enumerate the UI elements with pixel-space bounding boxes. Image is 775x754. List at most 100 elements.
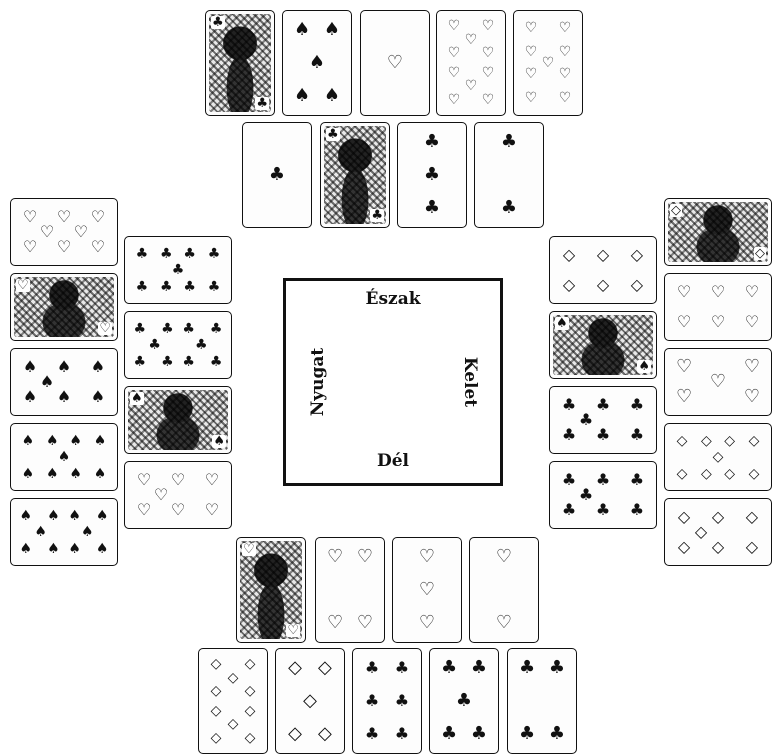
spades-icon: ♠ <box>637 360 651 373</box>
clubs-icon: ♣ <box>562 472 576 488</box>
clubs-icon: ♣ <box>136 280 149 294</box>
spades-icon: ♠ <box>57 359 71 375</box>
spades-icon: ♠ <box>130 392 144 405</box>
clubs-icon: ♣ <box>365 693 379 709</box>
diamonds-icon: ◇ <box>288 659 302 677</box>
diamonds-icon: ◇ <box>211 704 222 718</box>
playing-card-east-outer-3: ♡♡♡♡♡ <box>664 348 772 416</box>
clubs-icon: ♣ <box>579 487 593 503</box>
hearts-icon: ♡ <box>357 548 373 566</box>
hearts-icon: ♡ <box>677 314 691 330</box>
diamonds-icon: ◇ <box>631 247 643 263</box>
playing-card-east-outer-4: ◇◇◇◇◇◇◇◇◇ <box>664 423 772 491</box>
hearts-icon: ♡ <box>16 279 30 292</box>
court-card-figure: ♠♠ <box>553 315 653 375</box>
hearts-icon: ♡ <box>327 548 343 566</box>
clubs-icon: ♣ <box>182 322 195 336</box>
hearts-icon: ♡ <box>205 472 219 488</box>
playing-card-north-row-1-1: ♣♣ <box>205 10 275 116</box>
clubs-icon: ♣ <box>471 725 487 743</box>
clubs-icon: ♣ <box>365 726 379 742</box>
hearts-icon: ♡ <box>448 19 461 33</box>
playing-card-east-inner-4: ♣♣♣♣♣♣♣ <box>549 461 657 529</box>
spades-icon: ♠ <box>294 87 310 105</box>
playing-card-east-outer-2: ♡♡♡♡♡♡ <box>664 273 772 341</box>
clubs-icon: ♣ <box>395 726 409 742</box>
clubs-icon: ♣ <box>365 660 379 676</box>
diamonds-icon: ◇ <box>701 467 712 481</box>
clubs-icon: ♣ <box>148 338 161 352</box>
court-card-figure: ♣♣ <box>209 14 271 112</box>
clubs-icon: ♣ <box>441 725 457 743</box>
playing-card-west-inner-1: ♣♣♣♣♣♣♣♣♣ <box>124 236 232 304</box>
diamonds-icon: ◇ <box>245 704 256 718</box>
spades-icon: ♠ <box>69 467 82 481</box>
hearts-icon: ♡ <box>23 239 37 255</box>
spades-icon: ♠ <box>324 87 340 105</box>
diamonds-icon: ◇ <box>597 277 609 293</box>
clubs-icon: ♣ <box>630 427 644 443</box>
clubs-icon: ♣ <box>630 502 644 518</box>
spades-icon: ♠ <box>47 509 60 523</box>
hearts-icon: ♡ <box>677 284 691 300</box>
west-label: Nyugat <box>308 342 328 422</box>
clubs-icon: ♣ <box>424 199 440 217</box>
clubs-icon: ♣ <box>161 322 174 336</box>
spades-icon: ♠ <box>23 389 37 405</box>
diamonds-icon: ◇ <box>228 717 239 731</box>
diamonds-icon: ◇ <box>228 671 239 685</box>
hearts-icon: ♡ <box>559 91 572 105</box>
diamonds-icon: ◇ <box>245 731 256 745</box>
playing-card-south-row-2-1: ◇◇◇◇◇◇◇◇◇◇ <box>198 648 268 754</box>
spades-icon: ♠ <box>91 389 105 405</box>
clubs-icon: ♣ <box>596 502 610 518</box>
hearts-icon: ♡ <box>419 581 435 599</box>
diamonds-icon: ◇ <box>318 659 332 677</box>
court-card-figure: ♣♣ <box>324 126 386 224</box>
diamonds-icon: ◇ <box>695 524 707 540</box>
playing-card-north-row-1-4: ♡♡♡♡♡♡♡♡♡♡ <box>436 10 506 116</box>
clubs-icon: ♣ <box>208 247 221 261</box>
hearts-icon: ♡ <box>23 209 37 225</box>
hearts-icon: ♡ <box>745 314 759 330</box>
hearts-icon: ♡ <box>448 93 461 107</box>
hearts-icon: ♡ <box>559 21 572 35</box>
spades-icon: ♠ <box>91 359 105 375</box>
spades-icon: ♠ <box>34 525 47 539</box>
diamonds-icon: ◇ <box>712 509 724 525</box>
spades-icon: ♠ <box>81 525 94 539</box>
hearts-icon: ♡ <box>137 472 151 488</box>
spades-icon: ♠ <box>94 434 107 448</box>
playing-card-east-outer-1: ◇◇ <box>664 198 772 266</box>
playing-card-north-row-1-5: ♡♡♡♡♡♡♡♡♡ <box>513 10 583 116</box>
spades-icon: ♠ <box>46 467 59 481</box>
spades-icon: ♠ <box>309 54 325 72</box>
clubs-icon: ♣ <box>172 263 185 277</box>
playing-card-south-row-2-2: ◇◇◇◇◇ <box>275 648 345 754</box>
hearts-icon: ♡ <box>286 624 300 637</box>
hearts-icon: ♡ <box>496 548 512 566</box>
diamonds-icon: ◇ <box>749 434 760 448</box>
playing-card-north-row-2-4: ♣♣ <box>474 122 544 228</box>
hearts-icon: ♡ <box>419 548 435 566</box>
hearts-icon: ♡ <box>98 322 112 335</box>
spades-icon: ♠ <box>555 317 569 330</box>
hearts-icon: ♡ <box>205 502 219 518</box>
hearts-icon: ♡ <box>525 45 538 59</box>
hearts-icon: ♡ <box>387 54 403 72</box>
clubs-icon: ♣ <box>208 280 221 294</box>
playing-card-north-row-2-2: ♣♣ <box>320 122 390 228</box>
diamonds-icon: ◇ <box>563 277 575 293</box>
hearts-icon: ♡ <box>525 91 538 105</box>
diamonds-icon: ◇ <box>677 467 688 481</box>
clubs-icon: ♣ <box>326 128 340 141</box>
clubs-icon: ♣ <box>579 412 593 428</box>
hearts-icon: ♡ <box>91 239 105 255</box>
spades-icon: ♠ <box>20 542 33 556</box>
spades-icon: ♠ <box>40 374 54 390</box>
clubs-icon: ♣ <box>630 472 644 488</box>
clubs-icon: ♣ <box>160 247 173 261</box>
playing-card-east-outer-5: ◇◇◇◇◇◇◇ <box>664 498 772 566</box>
playing-card-east-inner-1: ◇◇◇◇◇◇ <box>549 236 657 304</box>
hearts-icon: ♡ <box>154 487 168 503</box>
